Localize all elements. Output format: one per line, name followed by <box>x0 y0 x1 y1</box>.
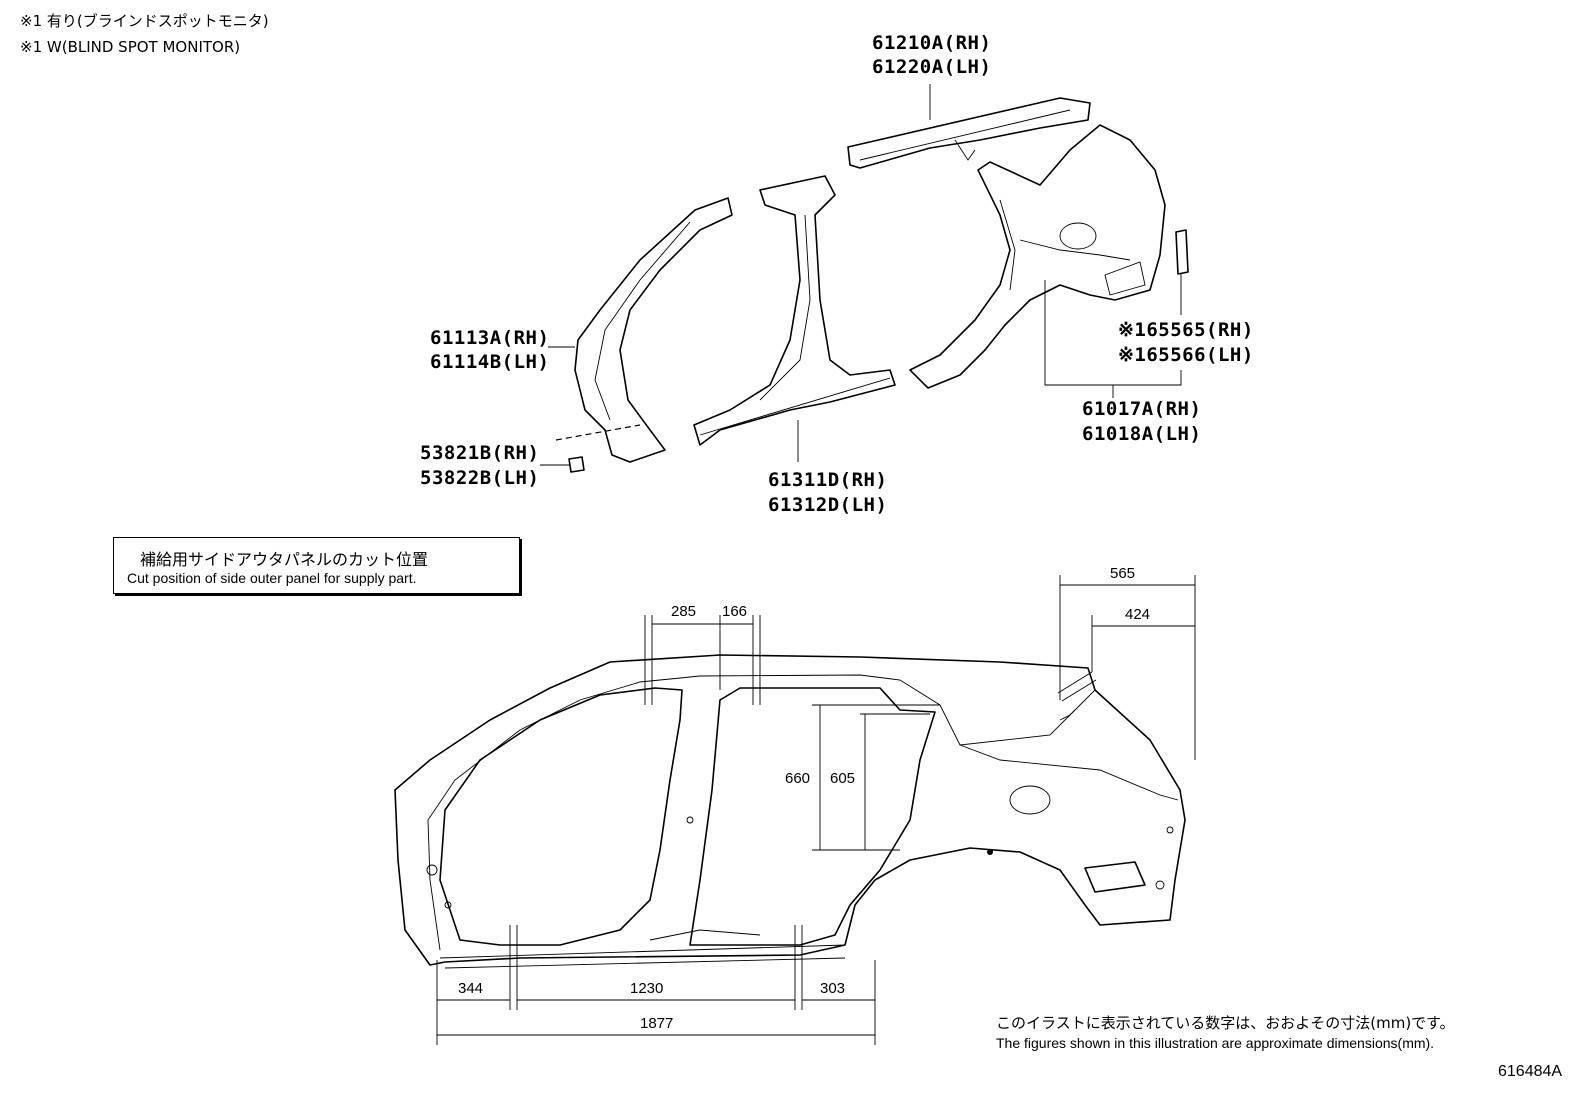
leader-lines <box>540 84 1182 466</box>
dim-303: 303 <box>820 980 846 997</box>
roof-rail-part <box>847 97 1091 169</box>
quarter-panel-part <box>909 124 1166 389</box>
cut-position-jp: 補給用サイドアウタパネルのカット位置 <box>140 550 429 569</box>
dimension-lines <box>436 575 1196 1045</box>
front-pillar-rh-label: 61113A(RH) <box>430 327 550 349</box>
center-pillar-lh-label: 61312D(LH) <box>768 494 888 516</box>
roof-rail-lh-label: 61220A(LH) <box>872 56 992 78</box>
front-pillar-lh-label: 61114B(LH) <box>430 351 550 373</box>
center-pillar-rh-label: 61311D(RH) <box>768 469 888 491</box>
note-en: ※1 W(BLIND SPOT MONITOR) <box>20 38 241 56</box>
dim-1230: 1230 <box>630 980 664 997</box>
dim-285: 285 <box>671 603 697 620</box>
bracket-lh-label: 53822B(LH) <box>420 467 540 489</box>
footer-note-jp: このイラストに表示されている数字は、おおよその寸法(mm)です。 <box>996 1014 1455 1032</box>
cut-position-legend: 補給用サイドアウタパネルのカット位置 Cut position of side … <box>113 537 520 594</box>
roof-rail-rh-label: 61210A(RH) <box>872 32 992 54</box>
footer-note-en: The figures shown in this illustration a… <box>996 1035 1435 1051</box>
small-bracket-part <box>555 424 641 473</box>
dim-565: 565 <box>1110 565 1136 582</box>
quarter-panel-rh-label: 61017A(RH) <box>1082 398 1202 420</box>
bsm-bracket-lh-label: ※165566(LH) <box>1118 344 1254 366</box>
note-jp: ※1 有り(ブラインドスポットモニタ) <box>20 12 269 30</box>
bracket-rh-label: 53821B(RH) <box>420 442 540 464</box>
dim-1877: 1877 <box>640 1015 674 1032</box>
dim-660: 660 <box>785 770 811 787</box>
bsm-bracket-rh-label: ※165565(RH) <box>1118 319 1254 341</box>
illustration-code: 616484A <box>1498 1063 1563 1080</box>
bsm-bracket-part <box>1175 229 1189 315</box>
dim-424: 424 <box>1125 606 1151 623</box>
dim-344: 344 <box>458 980 484 997</box>
center-pillar-part <box>693 175 896 446</box>
side-outer-panel <box>394 654 1186 969</box>
dim-605: 605 <box>830 770 856 787</box>
front-pillar-part <box>574 197 733 463</box>
cut-position-en: Cut position of side outer panel for sup… <box>127 570 417 586</box>
dim-166: 166 <box>722 603 748 620</box>
quarter-panel-lh-label: 61018A(LH) <box>1082 423 1202 445</box>
